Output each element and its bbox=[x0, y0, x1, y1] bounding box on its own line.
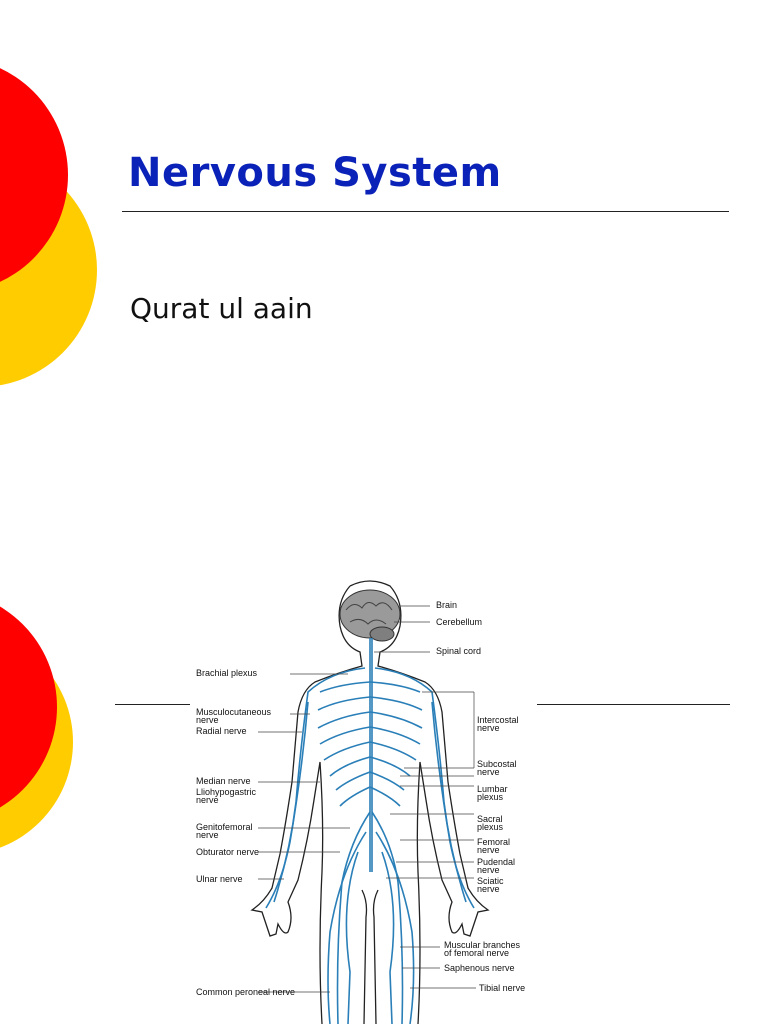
label-iliohypogastric-2: nerve bbox=[196, 795, 219, 805]
label-intercostal-2: nerve bbox=[477, 723, 500, 733]
label-musculocutaneous-2: nerve bbox=[196, 715, 219, 725]
decorative-circles bbox=[0, 0, 120, 512]
label-lumbar-2: plexus bbox=[477, 792, 504, 802]
label-genitofemoral-2: nerve bbox=[196, 830, 219, 840]
label-common-peroneal: Common peroneal nerve bbox=[196, 987, 295, 997]
label-muscular-branches-2: of femoral nerve bbox=[444, 948, 509, 958]
label-cerebellum: Cerebellum bbox=[436, 617, 482, 627]
label-tibial: Tibial nerve bbox=[479, 983, 525, 993]
slide-title: Nervous System bbox=[128, 150, 502, 196]
slide-subtitle: Qurat ul aain bbox=[130, 292, 313, 325]
right-labels: Brain Cerebellum Spinal cord Intercostal… bbox=[436, 600, 525, 993]
nervous-system-figure: Brachial plexus Musculocutaneous nerve R… bbox=[190, 572, 570, 1024]
decorative-circles-2 bbox=[0, 512, 120, 1024]
label-sacral-2: plexus bbox=[477, 822, 504, 832]
brain-icon bbox=[340, 590, 400, 641]
left-labels: Brachial plexus Musculocutaneous nerve R… bbox=[196, 668, 295, 997]
label-ulnar-nerve: Ulnar nerve bbox=[196, 874, 243, 884]
label-sciatic-2: nerve bbox=[477, 884, 500, 894]
label-pudendal-2: nerve bbox=[477, 865, 500, 875]
title-divider bbox=[122, 211, 729, 212]
nerve-network bbox=[266, 638, 474, 1024]
label-spinal-cord: Spinal cord bbox=[436, 646, 481, 656]
label-saphenous: Saphenous nerve bbox=[444, 963, 515, 973]
divider-left bbox=[115, 704, 190, 705]
label-brachial-plexus: Brachial plexus bbox=[196, 668, 258, 678]
label-subcostal-2: nerve bbox=[477, 767, 500, 777]
label-brain: Brain bbox=[436, 600, 457, 610]
content-slide: Brachial plexus Musculocutaneous nerve R… bbox=[0, 512, 768, 1024]
label-median-nerve: Median nerve bbox=[196, 776, 251, 786]
label-obturator-nerve: Obturator nerve bbox=[196, 847, 259, 857]
label-radial-nerve: Radial nerve bbox=[196, 726, 247, 736]
title-slide: Nervous System Qurat ul aain bbox=[0, 0, 768, 512]
label-femoral-2: nerve bbox=[477, 845, 500, 855]
